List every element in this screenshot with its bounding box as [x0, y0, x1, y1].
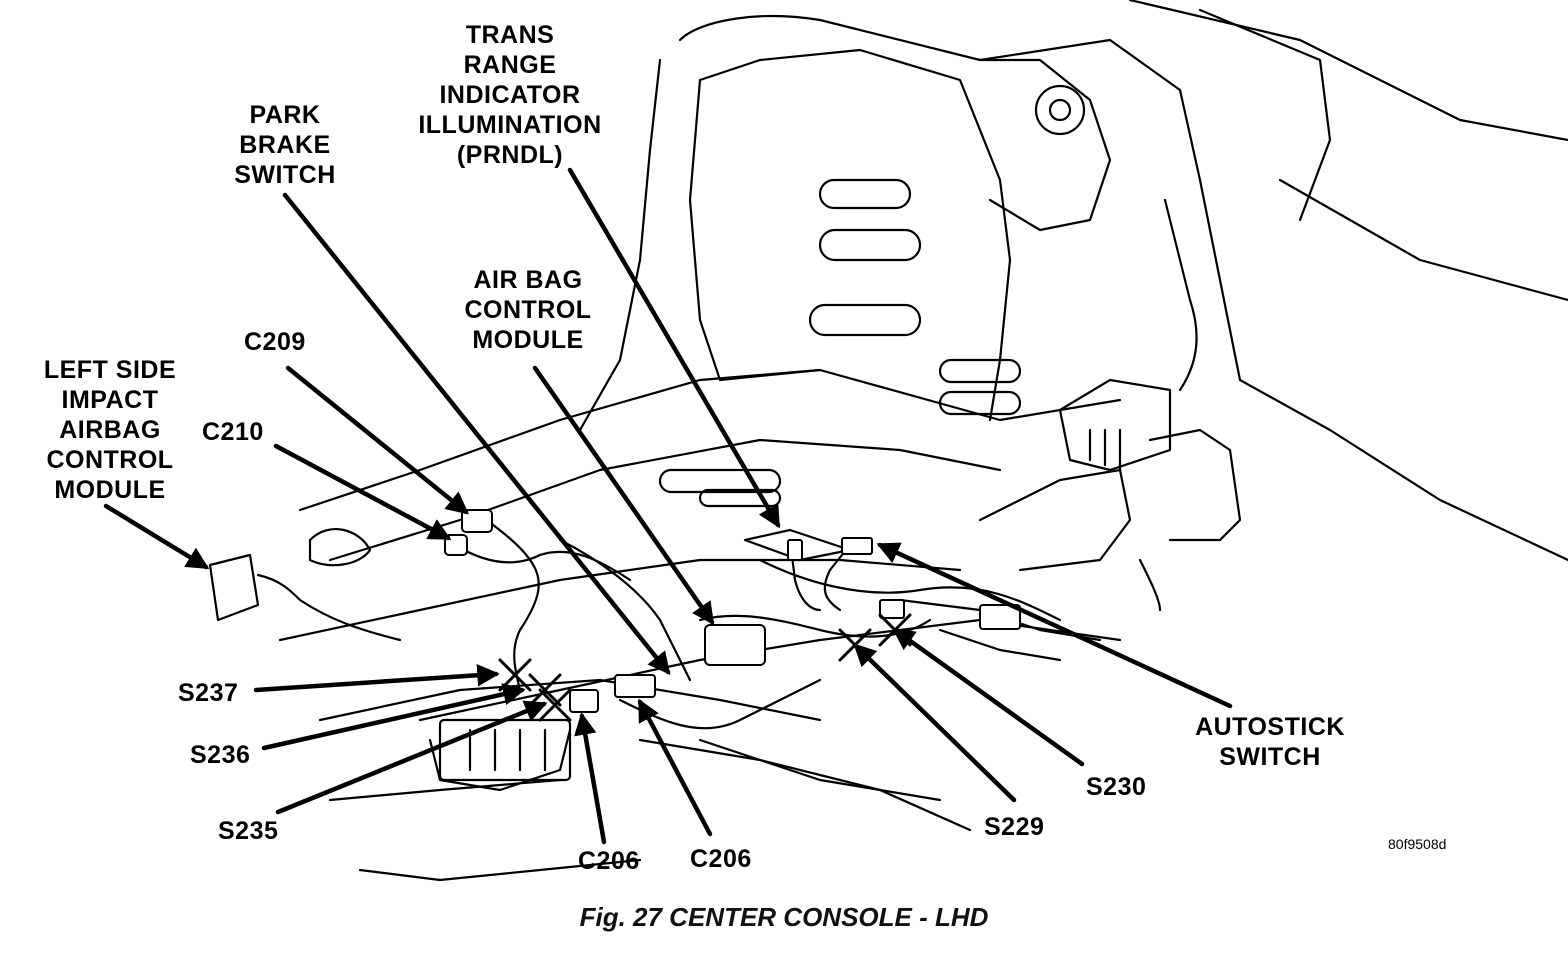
label-c206-right: C206	[690, 845, 752, 873]
arrow-c210	[273, 443, 452, 541]
arrow-c206-left	[574, 712, 607, 845]
arrow-s235	[275, 700, 548, 815]
arrow-s229	[853, 643, 1017, 803]
arrow-left-side	[103, 503, 210, 570]
arrow-autostick	[876, 542, 1233, 709]
arrow-s230	[891, 627, 1085, 767]
label-air-bag-control-module: AIR BAG CONTROL MODULE	[464, 266, 592, 354]
label-s237: S237	[178, 679, 239, 707]
label-autostick-switch: AUTOSTICK SWITCH	[1195, 713, 1345, 771]
label-s230: S230	[1086, 773, 1147, 801]
arrow-c209	[285, 365, 469, 515]
arrow-c206-right	[637, 698, 713, 837]
components	[444, 509, 1021, 713]
label-c206-left: C206	[578, 847, 640, 875]
label-s229: S229	[984, 813, 1045, 841]
arrow-s236	[261, 683, 526, 751]
arrow-air-bag	[532, 365, 715, 626]
figure-code: 80f9508d	[1388, 836, 1447, 852]
label-trans-range: TRANS RANGE INDICATOR ILLUMINATION (PRND…	[418, 21, 602, 169]
label-c209: C209	[244, 328, 306, 356]
label-s235: S235	[218, 817, 279, 845]
arrow-s237	[253, 664, 500, 693]
label-left-side-impact-module: LEFT SIDE IMPACT AIRBAG CONTROL MODULE	[43, 356, 177, 504]
label-park-brake: PARK BRAKE SWITCH	[234, 101, 336, 189]
vehicle-body-lineart	[208, 0, 1568, 882]
arrow-park-brake	[282, 192, 671, 675]
arrow-trans-range	[567, 167, 781, 529]
label-c210: C210	[202, 418, 264, 446]
figure-caption: Fig. 27 CENTER CONSOLE - LHD	[579, 902, 989, 932]
label-s236: S236	[190, 741, 251, 769]
leader-lines	[103, 167, 1233, 845]
